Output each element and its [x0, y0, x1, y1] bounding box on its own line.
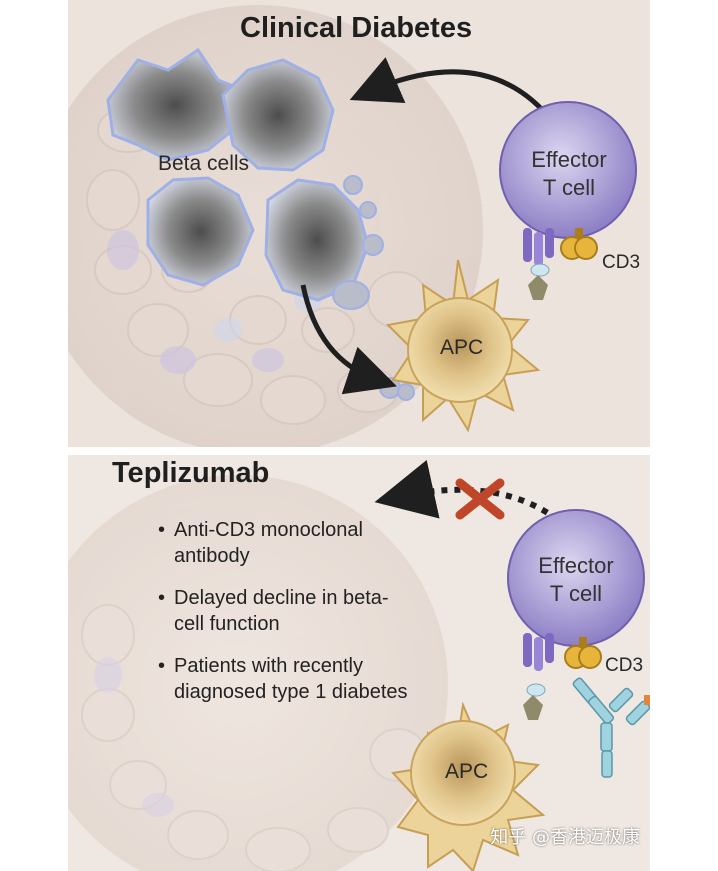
apc-label: APC [440, 336, 484, 359]
beta-cell [221, 58, 335, 172]
cd3-label: CD3 [602, 252, 641, 273]
beta-cell [264, 178, 370, 302]
block-x-icon [455, 478, 505, 520]
beta-cell [146, 176, 255, 287]
panel-title: Clinical Diabetes [240, 12, 473, 44]
antigen-arrow [300, 284, 397, 395]
effector-label-line1: Effector [538, 553, 614, 578]
beta-cells-label: Beta cells [158, 152, 250, 175]
effector-t-cell-label: Effector T cell [514, 146, 624, 202]
feature-list: Anti-CD3 monoclonal antibody Delayed dec… [158, 517, 418, 721]
list-item: Delayed decline in beta-cell function [158, 585, 418, 637]
attack-arrow [349, 57, 555, 124]
cd3-label: CD3 [605, 655, 644, 676]
effector-label-line2: T cell [549, 581, 603, 606]
anti-cd3-antibody [572, 677, 650, 778]
apc-cell [385, 259, 541, 433]
panel-title: Teplizumab [112, 457, 270, 489]
teplizumab-panel: Teplizumab Anti-CD3 monoclonal antibody … [68, 455, 650, 871]
effector-label-line1: Effector [531, 147, 607, 172]
effector-label-line2: T cell [542, 175, 596, 200]
beta-cells [106, 47, 415, 401]
cd3-complex [560, 228, 598, 260]
list-item: Patients with recently diagnosed type 1 … [158, 653, 418, 705]
effector-t-cell-label: Effector T cell [521, 552, 631, 608]
clinical-diabetes-panel: Clinical Diabetes Beta cells Effector T … [68, 0, 650, 447]
clinical-diabetes-illustration [68, 5, 637, 447]
tcr-receptors [523, 228, 554, 300]
cd3-complex [564, 637, 602, 669]
apc-label: APC [445, 760, 489, 783]
apc-cell [390, 701, 546, 871]
blocked-attack-arrow [374, 459, 560, 523]
watermark: 知乎 @香港迈极康 [490, 827, 640, 848]
list-item: Anti-CD3 monoclonal antibody [158, 517, 418, 569]
teplizumab-illustration [68, 459, 650, 871]
tcr-receptors [523, 633, 554, 720]
